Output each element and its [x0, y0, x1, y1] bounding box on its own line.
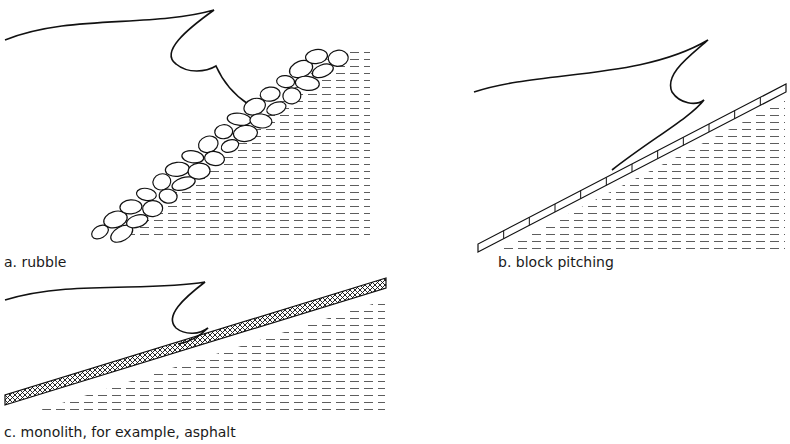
- stone: [204, 150, 226, 167]
- block-joint: [529, 217, 530, 225]
- stone: [181, 149, 204, 164]
- block-layer: [478, 84, 786, 252]
- block-joint: [555, 204, 556, 212]
- block-joint: [503, 231, 504, 239]
- stone: [282, 87, 302, 105]
- block-panel: [474, 40, 786, 252]
- stone: [233, 124, 259, 142]
- block-joints: [504, 97, 761, 238]
- wave: [5, 282, 208, 344]
- rubble-panel: [5, 10, 370, 246]
- stone: [305, 48, 329, 65]
- stone: [327, 49, 349, 68]
- block-joint: [683, 137, 684, 145]
- panel-caption: c. monolith, for example, asphalt: [4, 424, 236, 440]
- stone: [214, 124, 233, 140]
- soil-hatching: [40, 300, 385, 410]
- soil-hatching: [118, 52, 370, 240]
- block-joint: [734, 111, 735, 119]
- stone: [187, 162, 210, 180]
- asphalt-layer: [5, 278, 386, 405]
- block-joint: [606, 177, 607, 185]
- soil-hatching: [500, 100, 785, 250]
- block-joint: [632, 164, 633, 172]
- rubble-stones: [89, 48, 349, 246]
- block-joint: [760, 97, 761, 105]
- stone: [259, 86, 281, 102]
- wave: [474, 40, 708, 170]
- stone: [249, 113, 273, 130]
- block-joint: [580, 191, 581, 199]
- wave: [5, 10, 248, 104]
- block-joint: [657, 151, 658, 159]
- monolith-panel: [5, 278, 386, 410]
- panel-caption: a. rubble: [4, 254, 66, 270]
- block-joint: [709, 124, 710, 132]
- stone: [142, 200, 163, 217]
- stone: [265, 99, 288, 117]
- stone: [165, 161, 190, 177]
- stone: [136, 187, 158, 202]
- stone: [119, 199, 142, 215]
- panel-caption: b. block pitching: [498, 254, 614, 270]
